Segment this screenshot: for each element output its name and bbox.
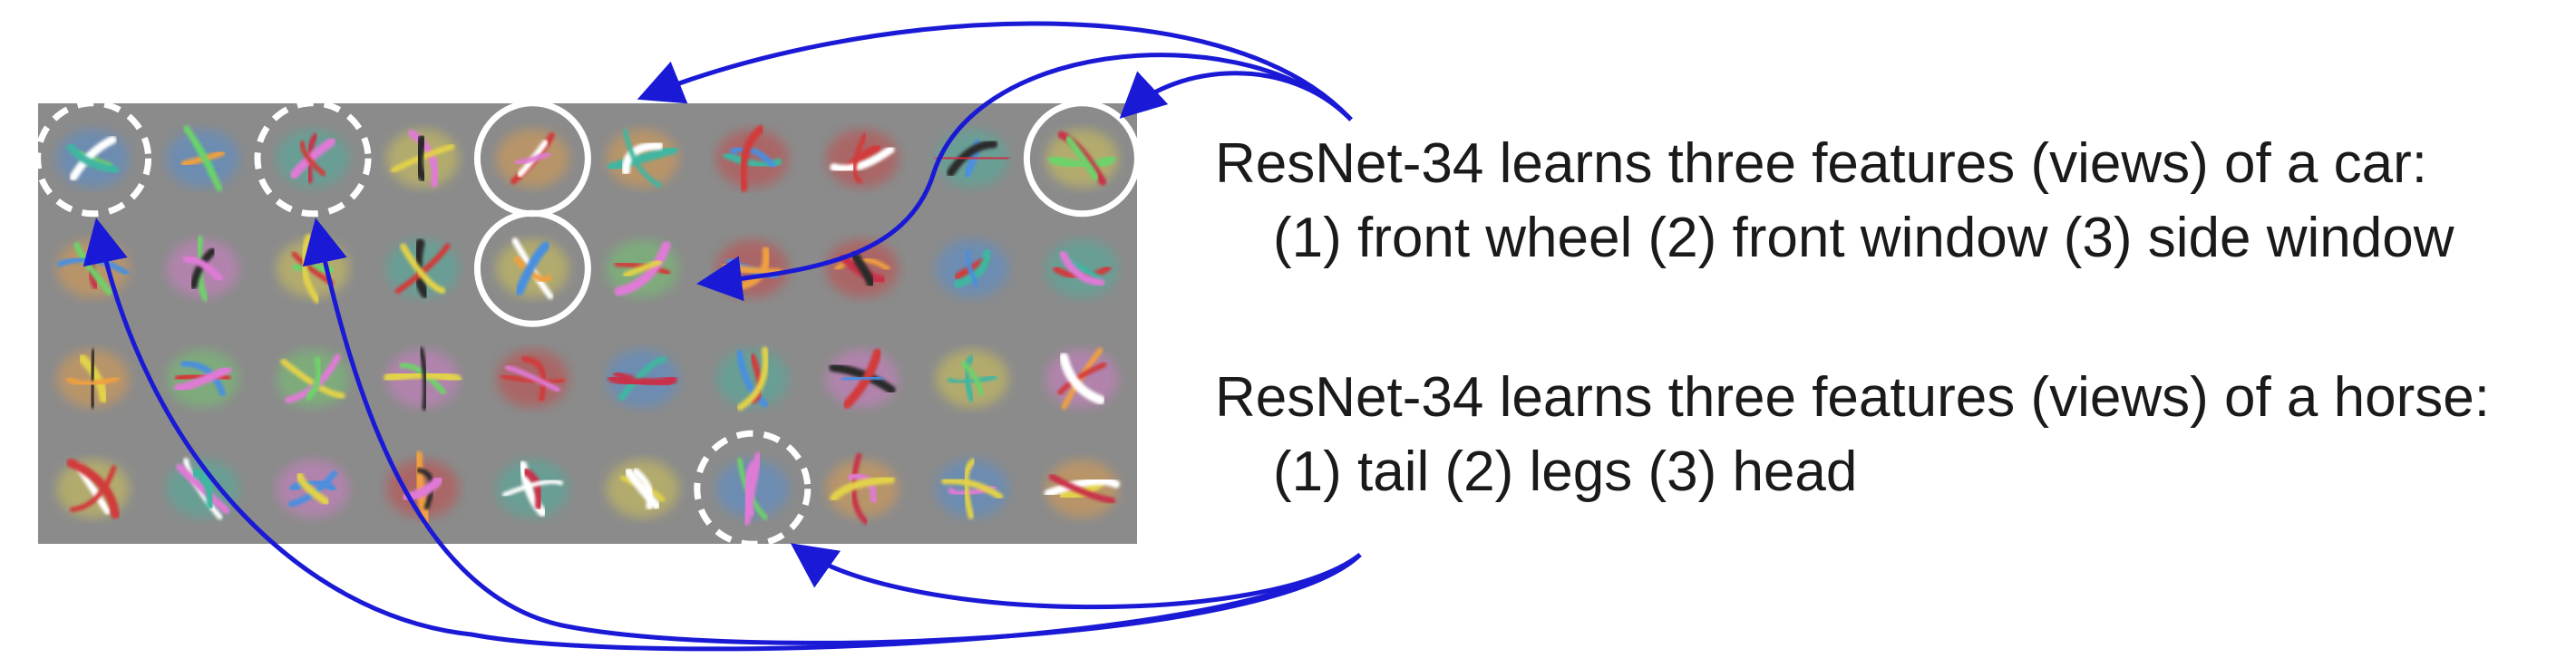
feature-cell	[1045, 239, 1119, 298]
feature-cell	[715, 452, 789, 526]
feature-cell	[386, 238, 460, 299]
feature-cell	[166, 235, 239, 302]
feature-cell	[277, 460, 349, 518]
arrow-car-side-window	[1119, 71, 1353, 121]
feature-cell	[166, 349, 239, 408]
feature-cell	[496, 349, 569, 408]
feature-cell	[606, 460, 679, 518]
horse-feature-circle	[254, 100, 372, 218]
feature-cell	[166, 458, 239, 520]
feature-cell	[56, 129, 130, 188]
feature-cell	[936, 239, 1009, 298]
feature-cell	[826, 129, 899, 188]
horse-features-title: ResNet-34 learns three features (views) …	[1215, 366, 2490, 429]
feature-cell	[166, 125, 239, 192]
horse-features-list: (1) tail (2) legs (3) head	[1273, 440, 1858, 503]
car-feature-circle	[473, 209, 591, 327]
feature-cell	[715, 239, 789, 298]
feature-cell	[936, 349, 1009, 408]
feature-cell	[386, 129, 460, 188]
feature-cell	[56, 239, 130, 298]
feature-cell	[496, 460, 569, 518]
feature-cell	[496, 129, 569, 188]
feature-cell	[936, 458, 1009, 519]
arrow-horse-tail	[83, 218, 1362, 652]
arrows	[83, 21, 1362, 652]
feature-cell	[1044, 460, 1121, 518]
feature-cell	[384, 346, 462, 411]
arrow-car-front-window	[696, 53, 1353, 302]
feature-cell	[56, 458, 130, 519]
feature-cell	[715, 346, 789, 411]
car-features-title: ResNet-34 learns three features (views) …	[1215, 132, 2427, 195]
feature-cell	[496, 237, 569, 300]
feature-cell	[934, 129, 1010, 188]
horse-feature-circle	[34, 100, 152, 218]
feature-cell	[826, 239, 899, 298]
horse-feature-circle	[694, 430, 812, 547]
feature-cell	[826, 348, 899, 409]
arrow-horse-head	[790, 543, 1362, 610]
feature-cell	[56, 348, 130, 409]
feature-cell	[1045, 129, 1119, 188]
car-features-list: (1) front wheel (2) front window (3) sid…	[1273, 207, 2454, 269]
highlight-circles	[34, 100, 1141, 547]
feature-cell	[277, 129, 349, 188]
feature-cell	[277, 349, 349, 408]
feature-cell	[826, 452, 899, 525]
feature-cell	[606, 349, 679, 408]
feature-cell	[606, 129, 679, 189]
feature-cell	[1045, 347, 1119, 410]
arrow-car-front-wheel	[637, 21, 1353, 121]
feature-cell	[606, 239, 679, 298]
car-feature-circle	[1023, 100, 1141, 218]
feature-cell	[715, 124, 789, 192]
